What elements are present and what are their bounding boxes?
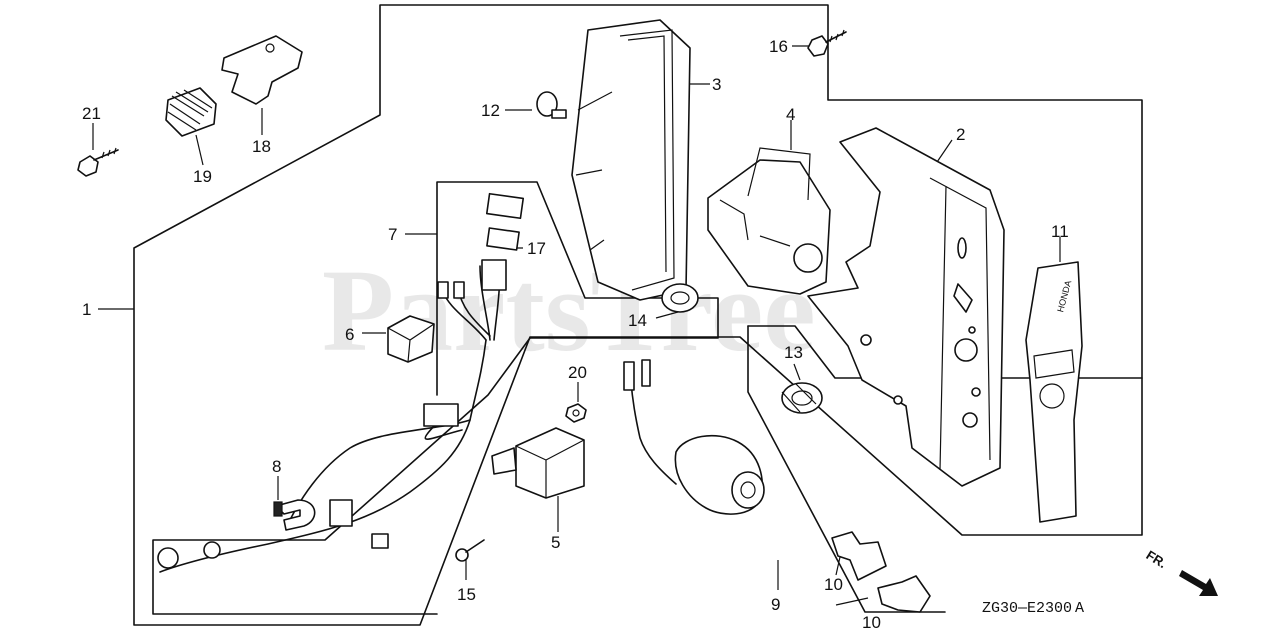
front-direction-indicator: FR. [1144,547,1218,596]
key-part-10-a [831,531,887,581]
decal-part-11: HONDA [1025,261,1083,523]
callout-10-b: 10 [862,613,881,632]
front-arrow-icon [1179,570,1218,596]
callout-11: 11 [1051,222,1069,241]
callout-7: 7 [388,225,397,244]
heatsink-part-19 [165,87,217,137]
bolt-part-21 [77,147,119,177]
callout-8: 8 [272,457,281,476]
assembly-outline [133,4,1143,626]
callout-15: 15 [457,585,476,604]
plate-part-18 [221,35,303,105]
clamp-part-13 [781,382,823,414]
callout-10-a: 10 [824,575,843,594]
grommet-part-12 [536,91,567,119]
panel-outline [747,325,946,613]
callout-labels: 1 2 3 4 5 6 7 8 9 10 10 11 12 13 14 15 1… [82,37,1069,632]
control-panel-part-2 [807,127,1005,487]
front-label: FR. [1144,547,1170,571]
callout-5: 5 [551,533,560,552]
callout-12: 12 [481,101,500,120]
leader-lines [92,45,1061,606]
clip-part-8 [273,499,316,531]
callout-2: 2 [956,125,965,144]
relay-part-5 [491,427,585,499]
callout-14: 14 [628,311,647,330]
callout-21: 21 [82,104,101,123]
callout-9: 9 [771,595,780,614]
callout-4: 4 [786,105,795,124]
callout-16: 16 [769,37,788,56]
callout-19: 19 [193,167,212,186]
callout-17: 17 [527,239,546,258]
callout-13: 13 [784,343,803,362]
fuse-part-17 [485,192,525,251]
callout-20: 20 [568,363,587,382]
harness-outline [152,181,719,615]
screw-part-15 [455,539,485,562]
fuse-holder-part-6 [387,315,435,363]
wire-harness-part-7 [157,259,507,573]
diagram-code: ZG30—E2300 A [982,600,1084,617]
callout-1: 1 [82,300,91,319]
grommet-part-14 [661,283,699,313]
bracket-part-4 [707,147,831,295]
ignition-switch-part-9 [623,359,765,515]
bolt-part-16 [807,29,847,57]
callout-3: 3 [712,75,721,94]
nut-part-20 [565,403,587,423]
callout-18: 18 [252,137,271,156]
key-part-10-b [877,575,931,613]
callout-6: 6 [345,325,354,344]
